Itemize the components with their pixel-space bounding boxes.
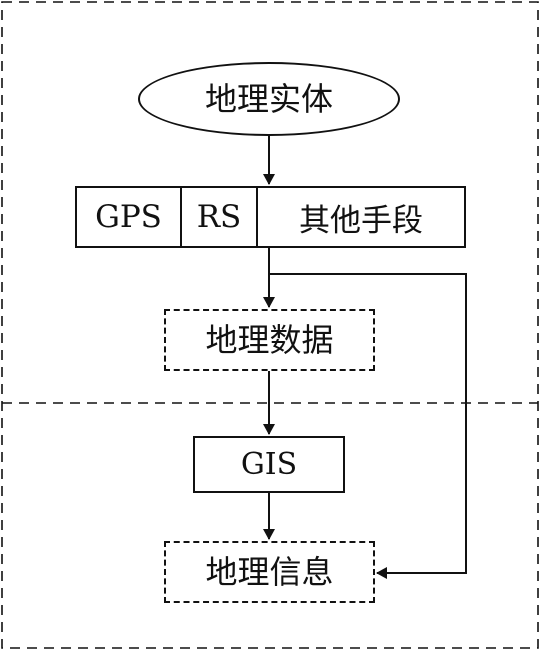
other-methods-cell: 其他手段 bbox=[299, 202, 423, 239]
gps-cell: GPS bbox=[77, 188, 182, 246]
geographic-entity-node: 地理实体 bbox=[138, 62, 400, 136]
data-acquisition-methods: GPS RS 其他手段 bbox=[75, 186, 466, 248]
gis-node: GIS bbox=[193, 436, 345, 493]
sources-bypass-to-info-arrow bbox=[269, 273, 467, 579]
rs-cell: RS bbox=[182, 188, 258, 246]
geographic-information-node: 地理信息 bbox=[164, 541, 375, 603]
geographic-data-node: 地理数据 bbox=[164, 309, 375, 371]
